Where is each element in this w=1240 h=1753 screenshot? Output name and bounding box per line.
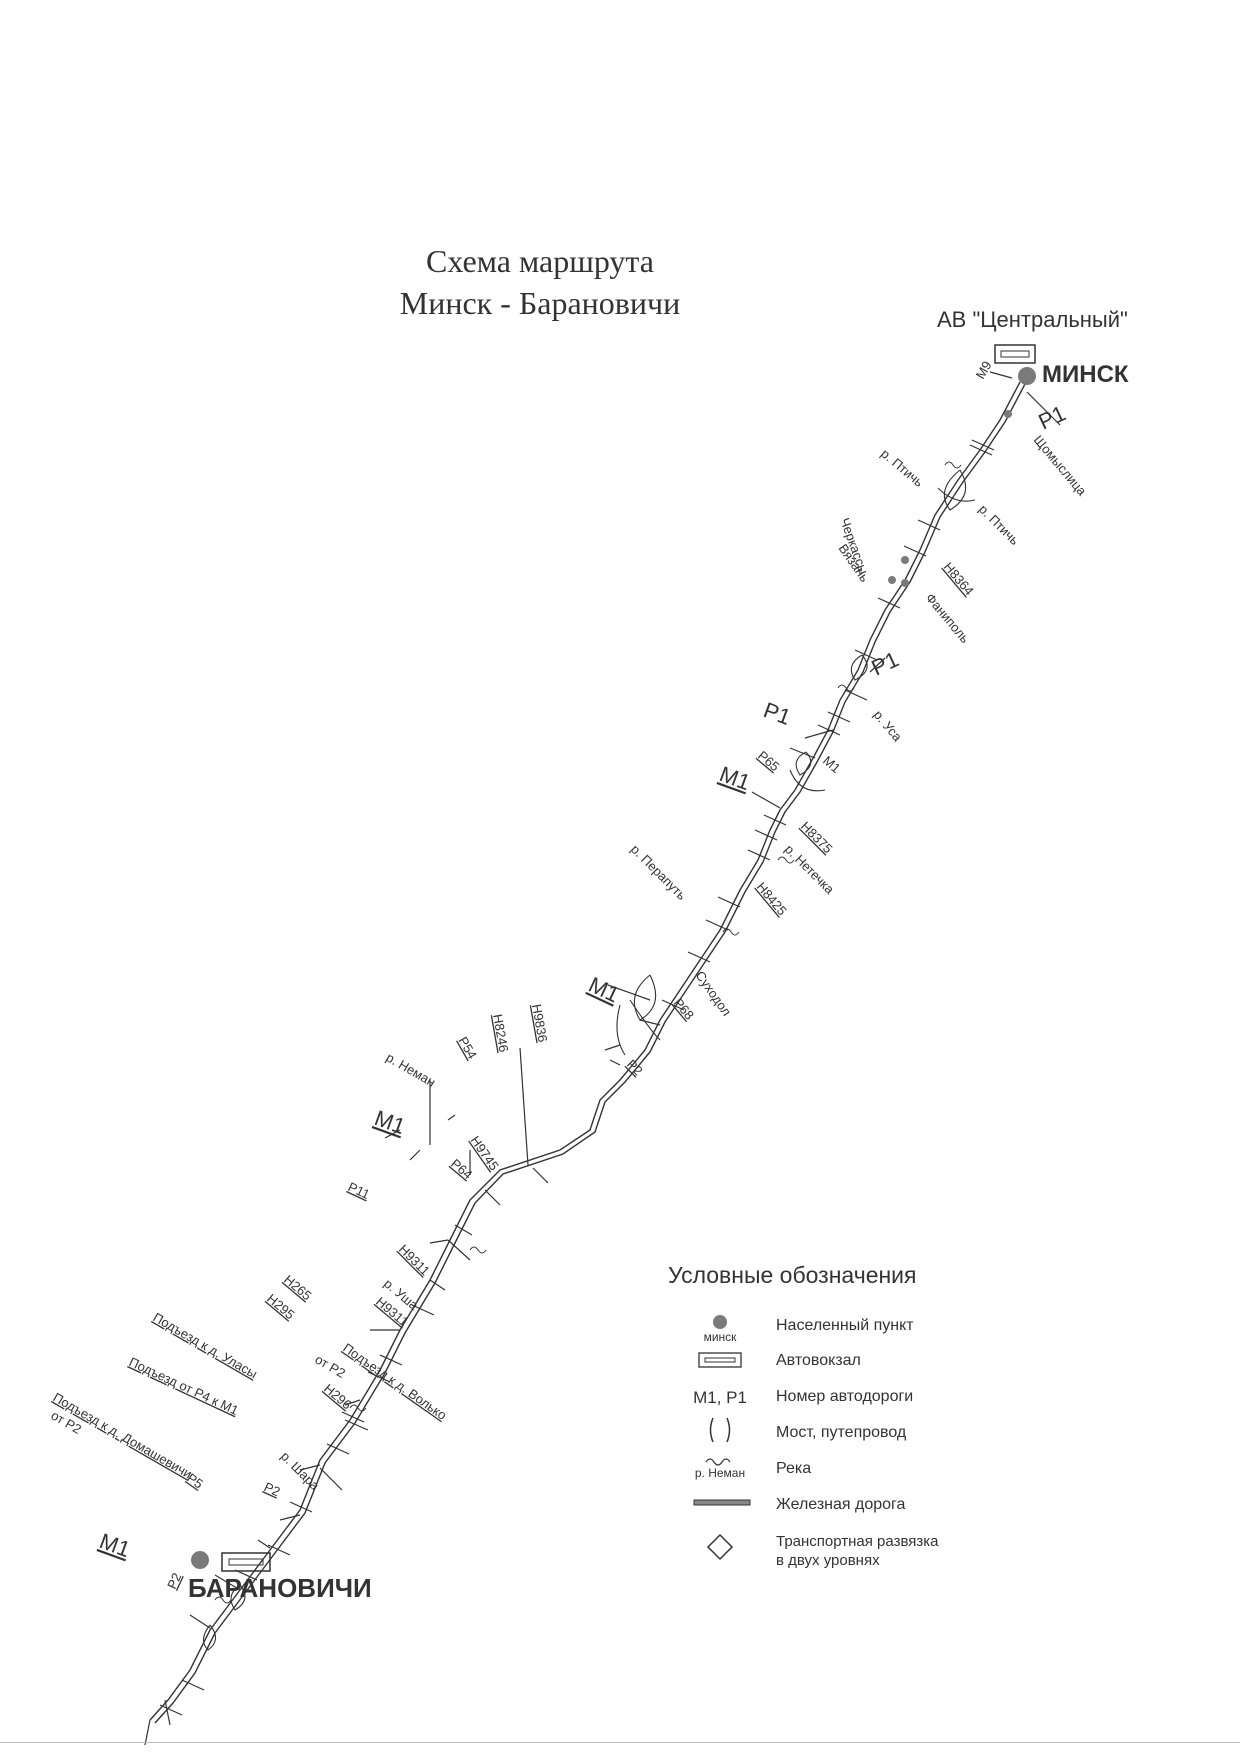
map-label-m1d: М1 xyxy=(371,1105,408,1139)
route-line xyxy=(149,381,1026,1724)
side-roads xyxy=(144,371,1061,1746)
legend-city-dot xyxy=(713,1315,727,1329)
map-label-ot-p2a: от Р2 xyxy=(313,1352,349,1381)
legend-label-interchange: Транспортная развязка xyxy=(776,1533,939,1550)
map-label-m1b: М1 xyxy=(716,761,753,795)
legend-label-interchange-2: в двух уровнях xyxy=(776,1552,880,1569)
map-label-r-neman: р. Неман xyxy=(384,1050,439,1090)
map-label-shchomyslitsa: Щомыслица xyxy=(1031,432,1090,499)
legend-station-icon xyxy=(698,1352,742,1368)
legend-label-river: Река xyxy=(776,1460,812,1477)
legend-symbol-river: р. Неман xyxy=(694,1466,746,1480)
map-label-n8375: Н8375 xyxy=(798,819,836,857)
map-label-m1a: М1 xyxy=(820,753,843,776)
map-label-p64: Р64 xyxy=(448,1156,475,1182)
interchanges xyxy=(202,469,976,1651)
map-label-p1c: Р1 xyxy=(760,697,794,730)
map-label-n9836: Н9836 xyxy=(529,1003,550,1043)
map-label-p65: Р65 xyxy=(755,748,782,774)
map-label-p1b: Р1 xyxy=(868,646,903,680)
legend-symbols xyxy=(693,1315,751,1561)
title-line-2: Минск - Барановичи xyxy=(399,285,681,321)
end-city-label: БАРАНОВИЧИ xyxy=(188,1573,372,1603)
legend-symbol-road-number: М1, Р1 xyxy=(693,1388,747,1407)
map-label-p2c: Р2 xyxy=(164,1571,184,1592)
legend-title: Условные обозначения xyxy=(668,1262,917,1288)
legend-symbol-city: минск xyxy=(703,1330,737,1344)
map-label-p2a: Р2 xyxy=(624,1057,646,1079)
city-dot-minsk xyxy=(1018,367,1036,385)
start-city-label: МИНСК xyxy=(1042,361,1129,388)
legend-label-bridge: Мост, путепровод xyxy=(776,1424,907,1441)
scan-edge-line xyxy=(0,1742,1240,1743)
map-label-podjezd-domashevichi: Подъезд к д. Домашевичи xyxy=(51,1390,195,1482)
map-label-p11: Р11 xyxy=(346,1179,372,1202)
map-label-n8425: Н8425 xyxy=(754,879,790,918)
legend-railway-icon xyxy=(693,1499,751,1506)
map-label-n8364: Н8364 xyxy=(941,559,977,598)
map-label-n295: Н295 xyxy=(264,1291,297,1322)
settlement-dot xyxy=(888,576,896,584)
map-label-p2b: Р2 xyxy=(262,1479,283,1499)
map-label-sukhodol: Суходол xyxy=(693,968,735,1019)
map-label-n265: Н265 xyxy=(281,1272,314,1303)
legend-label-railway: Железная дорога xyxy=(776,1496,906,1513)
map-label-m1c: М1 xyxy=(585,972,623,1008)
legend-label-road-number: Номер автодороги xyxy=(776,1388,914,1405)
bridges xyxy=(159,439,995,1716)
map-label-p54: Р54 xyxy=(455,1034,480,1062)
bus-station-icon-baranovichi xyxy=(221,1552,271,1572)
legend-bridge-icon xyxy=(709,1417,731,1443)
map-label-n8246: Н8246 xyxy=(490,1013,511,1053)
start-station-label: АВ "Центральный" xyxy=(937,307,1128,332)
settlement-dot xyxy=(901,579,909,587)
map-label-r-usa: р. Уса xyxy=(871,707,906,744)
map-label-p5: Р5 xyxy=(184,1470,206,1491)
settlement-dot xyxy=(901,556,909,564)
legend-label-station: Автовокзал xyxy=(776,1352,861,1369)
settlement-dot xyxy=(1004,410,1012,418)
legend-label-city: Населенный пункт xyxy=(776,1317,914,1334)
map-label-r-ptich-2: р. Птичь xyxy=(976,502,1023,549)
map-label-r-peratut: р. Перапуть xyxy=(628,842,690,904)
legend-river-icon xyxy=(705,1458,731,1466)
map-label-fanipol: Фаниполь xyxy=(923,590,973,646)
rivers xyxy=(214,461,962,1604)
title-line-1: Схема маршрута xyxy=(425,243,654,279)
map-label-p68: Р68 xyxy=(671,995,697,1022)
map-label-m9: М9 xyxy=(973,358,995,381)
city-dot-baranovichi xyxy=(191,1551,209,1569)
map-label-n9311a: Н9311 xyxy=(396,1242,433,1279)
map-label-n296: Н296 xyxy=(321,1381,354,1412)
bus-station-icon-minsk xyxy=(994,344,1036,364)
map-title: Схема маршрута Минск - Барановичи xyxy=(340,240,740,324)
legend-interchange-icon xyxy=(706,1533,734,1561)
map-label-r-ptich-1: р. Птичь xyxy=(878,446,927,490)
map-label-m1e: М1 xyxy=(96,1528,133,1562)
